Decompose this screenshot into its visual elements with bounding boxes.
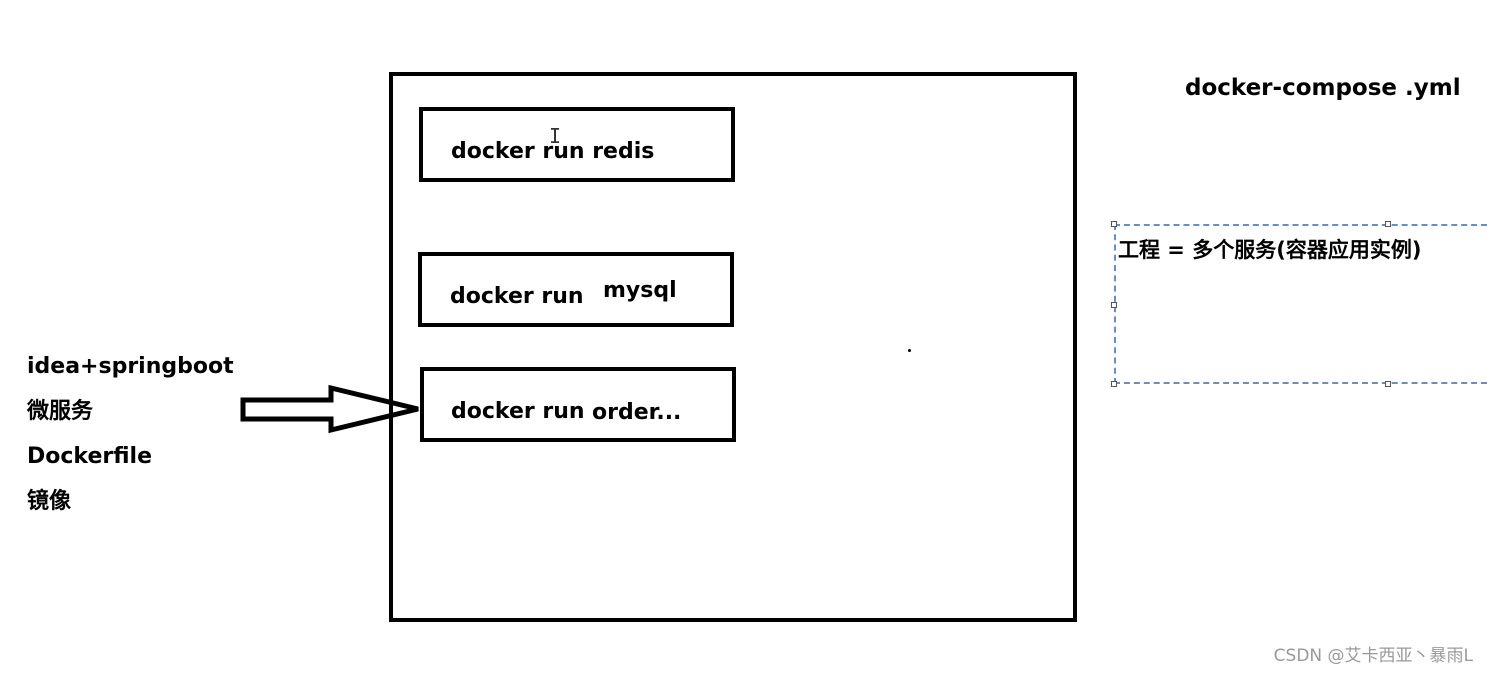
resize-handle-top-middle[interactable]: [1385, 221, 1391, 227]
order-service-box: [420, 367, 736, 442]
label-microservice: 微服务: [27, 399, 94, 424]
order-command-suffix: order...: [592, 400, 682, 425]
right-arrow-icon: [240, 384, 419, 434]
csdn-watermark: CSDN @艾卡西亚丶暴雨L: [1273, 646, 1473, 666]
resize-handle-top-left[interactable]: [1111, 221, 1117, 227]
mysql-command-prefix: docker run: [450, 284, 584, 309]
label-idea-springboot: idea+springboot: [27, 354, 234, 379]
redis-command-text: docker run redis: [451, 139, 655, 164]
stray-dot: [908, 349, 911, 352]
project-definition-text: 工程 = 多个服务(容器应用实例): [1118, 238, 1422, 262]
resize-handle-bottom-left[interactable]: [1111, 381, 1117, 387]
order-command-prefix: docker run: [451, 399, 585, 424]
resize-handle-middle-left[interactable]: [1111, 302, 1117, 308]
label-image: 镜像: [27, 489, 72, 514]
redis-service-box: [419, 107, 735, 182]
mysql-service-box: [418, 252, 734, 327]
compose-container-box: [389, 72, 1077, 622]
compose-file-label: docker-compose .yml: [1185, 75, 1461, 101]
label-dockerfile: Dockerfile: [27, 444, 152, 469]
mysql-command-suffix: mysql: [603, 278, 677, 303]
resize-handle-bottom-middle[interactable]: [1385, 381, 1391, 387]
text-cursor-icon: I: [549, 124, 562, 148]
